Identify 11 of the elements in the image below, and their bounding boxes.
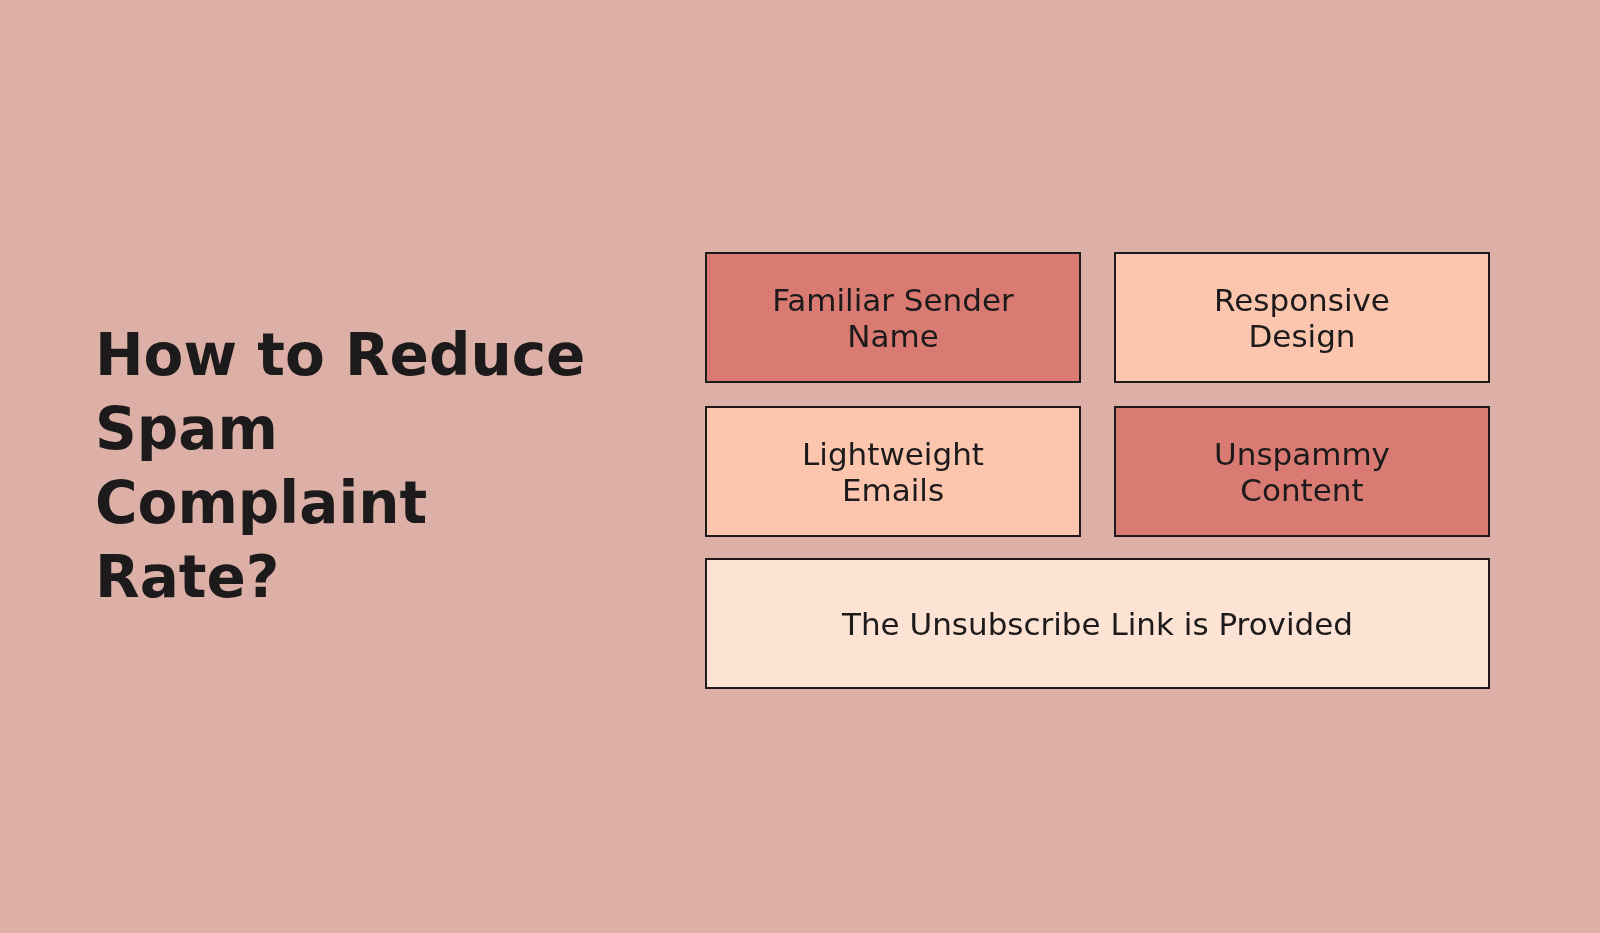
tip-box [705,558,1490,689]
title: How to Reduce Spam Complaint Rate? [95,320,587,613]
tip-text: Responsive Design [1213,281,1391,354]
tip-text: Unspammy Content [1213,435,1391,508]
tip-box [705,252,1081,383]
tip-text: The Unsubscribe Link is Provided [842,605,1353,642]
tip-text: Familiar Sender Name [771,281,1015,354]
tip-text: Lightweight Emails [801,435,985,508]
tip-box [705,406,1081,537]
tip-box [1114,252,1490,383]
tip-box [1114,406,1490,537]
